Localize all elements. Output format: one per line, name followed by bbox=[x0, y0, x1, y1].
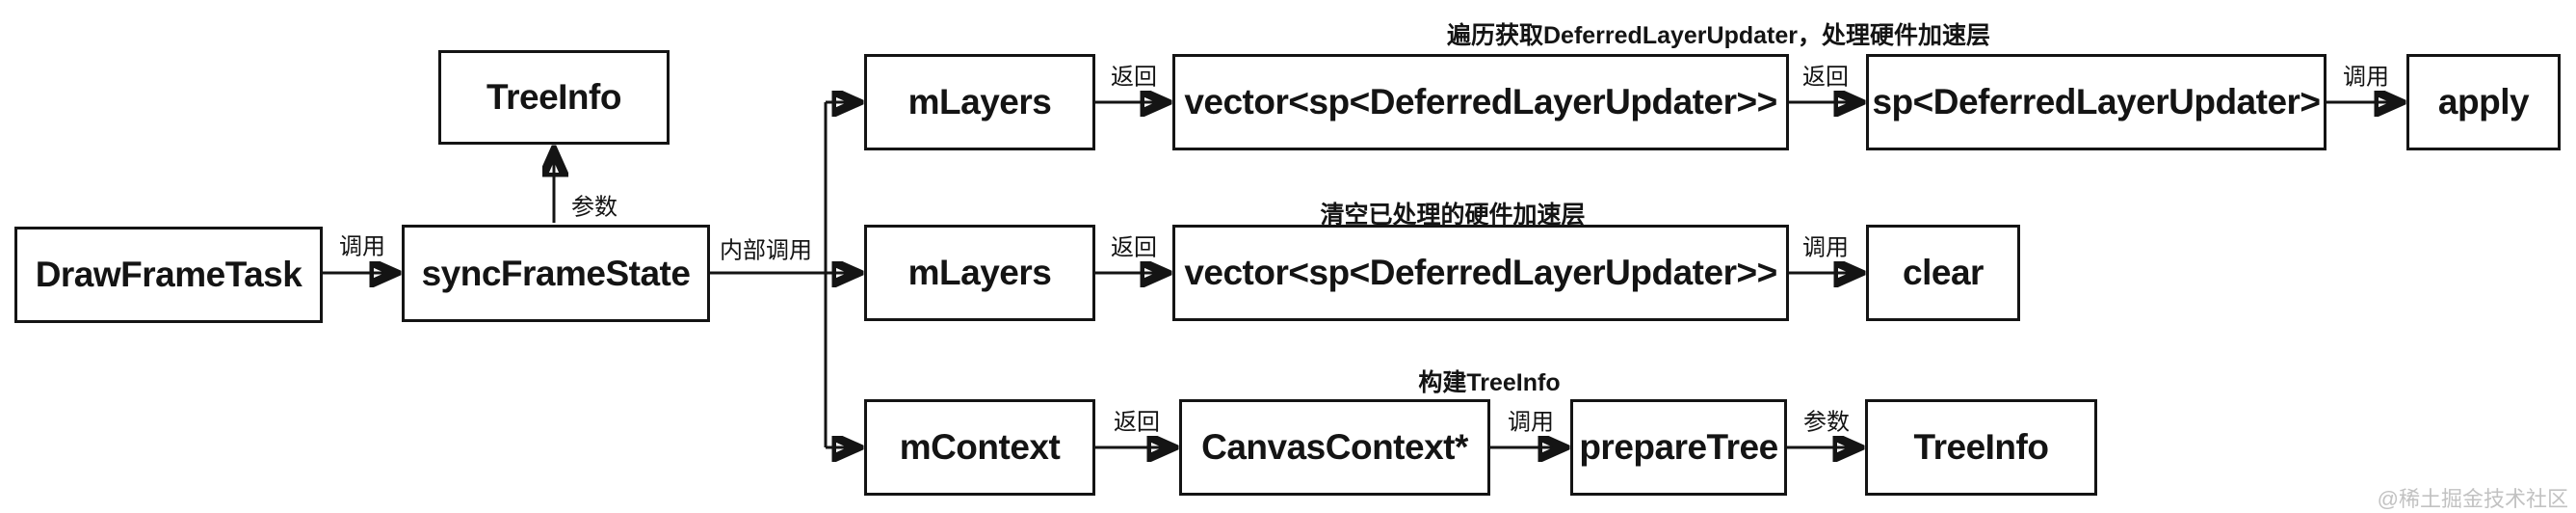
edge-label-row1-return-b: 返回 bbox=[1802, 64, 1849, 91]
node-sp-deferred: sp<DeferredLayerUpdater> bbox=[1866, 54, 2326, 150]
node-drawframetask: DrawFrameTask bbox=[14, 227, 323, 323]
annotation-row1: 遍历获取DeferredLayerUpdater，处理硬件加速层 bbox=[1447, 22, 1990, 49]
edge-label-call-1: 调用 bbox=[339, 233, 385, 260]
node-mlayers-row2: mLayers bbox=[864, 225, 1095, 321]
edge-label-row3-return: 返回 bbox=[1114, 409, 1160, 436]
node-vector-row1: vector<sp<DeferredLayerUpdater>> bbox=[1172, 54, 1789, 150]
edge-label-row3-param: 参数 bbox=[1803, 409, 1850, 436]
node-treeinfo-top: TreeInfo bbox=[438, 50, 670, 145]
annotation-row2: 清空已处理的硬件加速层 bbox=[1320, 202, 1586, 229]
edge-label-row2-return: 返回 bbox=[1111, 234, 1157, 261]
edge-label-row1-return-a: 返回 bbox=[1111, 64, 1157, 91]
edge-label-row3-call: 调用 bbox=[1508, 409, 1554, 436]
edge-label-row2-call: 调用 bbox=[1802, 234, 1849, 261]
node-mlayers-row1: mLayers bbox=[864, 54, 1095, 150]
edge-label-row1-call: 调用 bbox=[2343, 64, 2389, 91]
node-canvascontext: CanvasContext* bbox=[1179, 399, 1490, 496]
annotation-row3: 构建TreeInfo bbox=[1418, 369, 1561, 396]
node-vector-row2: vector<sp<DeferredLayerUpdater>> bbox=[1172, 225, 1789, 321]
node-clear: clear bbox=[1866, 225, 2020, 321]
watermark: @稀土掘金技术社区 bbox=[2377, 487, 2568, 511]
node-mcontext: mContext bbox=[864, 399, 1095, 496]
node-syncframestate: syncFrameState bbox=[402, 225, 710, 322]
edge-label-internal-call: 内部调用 bbox=[720, 237, 812, 264]
node-apply: apply bbox=[2406, 54, 2561, 150]
node-treeinfo-bottom: TreeInfo bbox=[1865, 399, 2097, 496]
node-preparetree: prepareTree bbox=[1570, 399, 1787, 496]
edge-label-param-top: 参数 bbox=[571, 194, 618, 221]
